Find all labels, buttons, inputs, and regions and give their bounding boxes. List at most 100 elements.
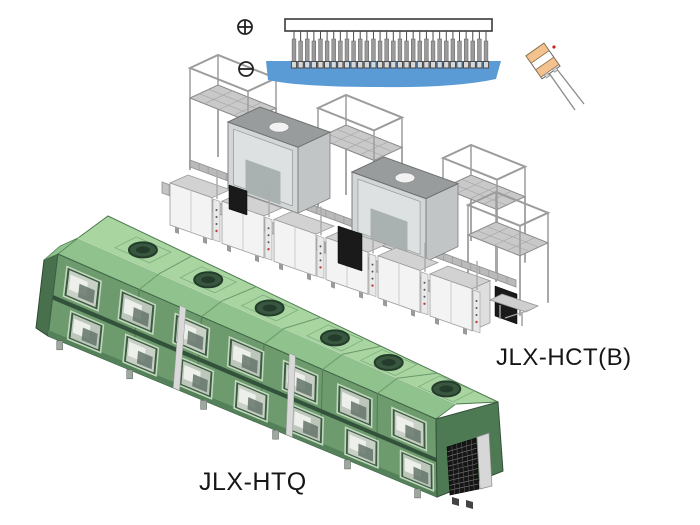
panel-button-dot: [215, 223, 218, 225]
pin-body: [351, 40, 356, 65]
pin-tip: [390, 61, 397, 69]
dip-process-diagram: [237, 18, 501, 88]
panel-button-dot: [267, 227, 270, 230]
window-interior-shadow: [302, 420, 319, 439]
window-interior-shadow: [247, 397, 263, 416]
pin-tip: [449, 61, 456, 69]
panel-indicator-dot: [319, 266, 322, 269]
capacitor-lead: [548, 72, 576, 111]
pin-body: [384, 38, 389, 63]
control-panel-strip: [472, 289, 481, 334]
pin-tip: [383, 61, 390, 69]
end-stub-platform: [488, 293, 540, 313]
roof-vent-center: [439, 385, 454, 393]
pin-tip: [429, 61, 437, 69]
tower-top-frame: [440, 143, 528, 181]
pin-body: [358, 38, 363, 63]
pin-body: [311, 40, 317, 65]
grid-col: [466, 440, 470, 492]
control-panel-strip: [420, 271, 429, 316]
machine-foot: [331, 281, 335, 289]
left-roof-corner: [43, 237, 79, 261]
carrier-bar: [284, 18, 493, 32]
pin-tip: [290, 61, 298, 69]
pin-body: [417, 40, 422, 65]
dark-opening: [337, 225, 363, 272]
window-interior-shadow: [187, 330, 204, 351]
mesh-line: [336, 129, 393, 153]
capacitor-illustration: [525, 42, 585, 111]
mesh-line: [218, 96, 248, 110]
pin-body: [318, 38, 323, 63]
machine-foot: [344, 459, 351, 470]
pin-tip: [476, 61, 483, 69]
pin-tip: [310, 61, 317, 69]
tower-top-frame: [187, 53, 279, 93]
machine-foot: [175, 227, 179, 234]
pin-body: [430, 40, 436, 65]
roof-vent-center: [201, 276, 216, 284]
pin-tip: [370, 61, 377, 69]
hood-vent-circle: [268, 121, 290, 133]
pin-tip: [297, 61, 304, 69]
mesh-line: [486, 226, 539, 248]
pin-tip: [416, 61, 423, 69]
pin-tip: [324, 61, 331, 69]
hct-model-label: JLX-HCT(B): [496, 344, 632, 371]
control-panel-strip: [368, 253, 377, 298]
mesh-line: [493, 232, 523, 246]
roof-panel-seam: [138, 255, 193, 290]
machine-foot: [279, 263, 283, 271]
side-post: [285, 353, 296, 438]
machine-foot: [435, 318, 439, 325]
machine-foot: [56, 340, 63, 351]
lead-ferrule: [543, 72, 551, 79]
tower-top-frame: [315, 93, 405, 132]
pin-body: [298, 40, 303, 65]
roof-panel-seam: [201, 286, 257, 318]
pin-tip: [357, 61, 364, 69]
roof-vent-center: [262, 304, 277, 312]
pin-body: [371, 38, 376, 63]
pin-tip: [410, 61, 417, 69]
pin-body: [331, 38, 336, 63]
pin-body: [444, 40, 449, 65]
grid-col: [456, 443, 460, 494]
panel-button-dot: [371, 263, 374, 266]
panel-button-dot: [423, 295, 426, 298]
machine-foot: [383, 299, 387, 307]
mesh-line: [506, 237, 536, 251]
panel-indicator-dot: [371, 284, 374, 287]
htq-model-label: JLX-HTQ: [199, 468, 307, 496]
roof-panel-seam: [377, 372, 438, 394]
pin-body: [424, 38, 429, 63]
roof-panel-seam: [263, 316, 321, 345]
machine-foot: [255, 255, 259, 263]
machine-foot: [200, 400, 207, 410]
pin-body: [411, 38, 416, 63]
pin-tip: [403, 61, 410, 69]
panel-button-dot: [215, 209, 218, 211]
grid-col: [451, 445, 456, 495]
window-interior-shadow: [241, 354, 258, 374]
pin-body: [291, 38, 297, 63]
window-interior-shadow: [350, 401, 367, 421]
mesh-line: [204, 90, 233, 105]
pin-tip: [304, 61, 311, 69]
pin-body: [324, 40, 330, 65]
panel-button-dot: [475, 307, 478, 309]
pin-body: [437, 38, 442, 63]
pin-body: [463, 38, 469, 63]
caster-wheel: [452, 497, 459, 506]
pin-tip: [317, 61, 324, 69]
machine-foot: [359, 291, 363, 299]
panel-button-dot: [475, 300, 478, 302]
pin-tip: [482, 61, 490, 69]
window-interior-shadow: [77, 283, 95, 304]
circle-minus-icon: [238, 61, 254, 77]
panel-indicator-dot: [475, 320, 478, 324]
hct-machine-illustration: [161, 53, 551, 335]
window-interior-shadow: [132, 307, 150, 327]
side-post: [172, 305, 187, 391]
